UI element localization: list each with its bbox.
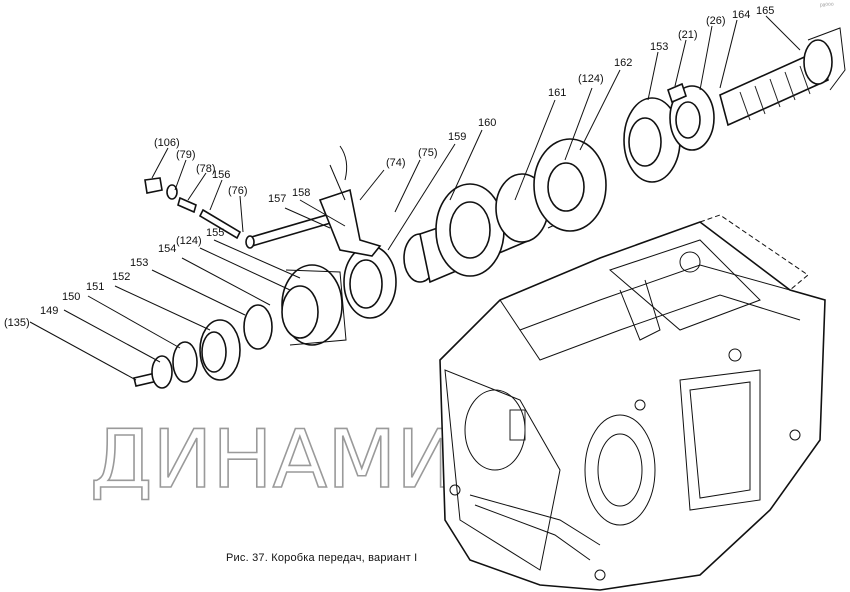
callout-74: (74) [386,157,406,169]
callout-164: 164 [732,9,750,21]
callout-155: 155 [206,227,224,239]
callout-75: (75) [418,147,438,159]
callout-151: 151 [86,281,104,293]
callout-106: (106) [154,137,180,149]
gearbox-housing [439,214,826,591]
callout-165: 165 [756,5,774,17]
callout-158: 158 [292,187,310,199]
callout-153b: 153 [650,41,668,53]
callout-152: 152 [112,271,130,283]
callout-157: 157 [268,193,286,205]
callout-149: 149 [40,305,58,317]
callout-162: 162 [614,57,632,69]
figure-caption: Рис. 37. Коробка передач, вариант I [226,552,418,564]
leader-lines [29,15,801,381]
callout-153a: 153 [130,257,148,269]
callout-labels: (135) 149 150 151 152 153 154 (124) 155 … [4,5,774,329]
callout-160: 160 [478,117,496,129]
output-shaft-assembly [623,27,846,183]
callout-78: (78) [196,163,216,175]
callout-135: (135) [4,317,30,329]
corner-mark: ᵖᵃ⁰⁰⁰ [820,3,834,10]
callout-156: 156 [212,169,230,181]
callout-150: 150 [62,291,80,303]
callout-21: (21) [678,29,698,41]
callout-154: 154 [158,243,176,255]
callout-159: 159 [448,131,466,143]
countershaft-assembly [403,138,607,284]
shift-fork-assembly [144,145,382,257]
callout-124b: (124) [578,73,604,85]
callout-26: (26) [706,15,726,27]
callout-79: (79) [176,149,196,161]
left-shaft-assembly [133,245,397,389]
callout-76: (76) [228,185,248,197]
callout-124a: (124) [176,235,202,247]
callout-161: 161 [548,87,566,99]
